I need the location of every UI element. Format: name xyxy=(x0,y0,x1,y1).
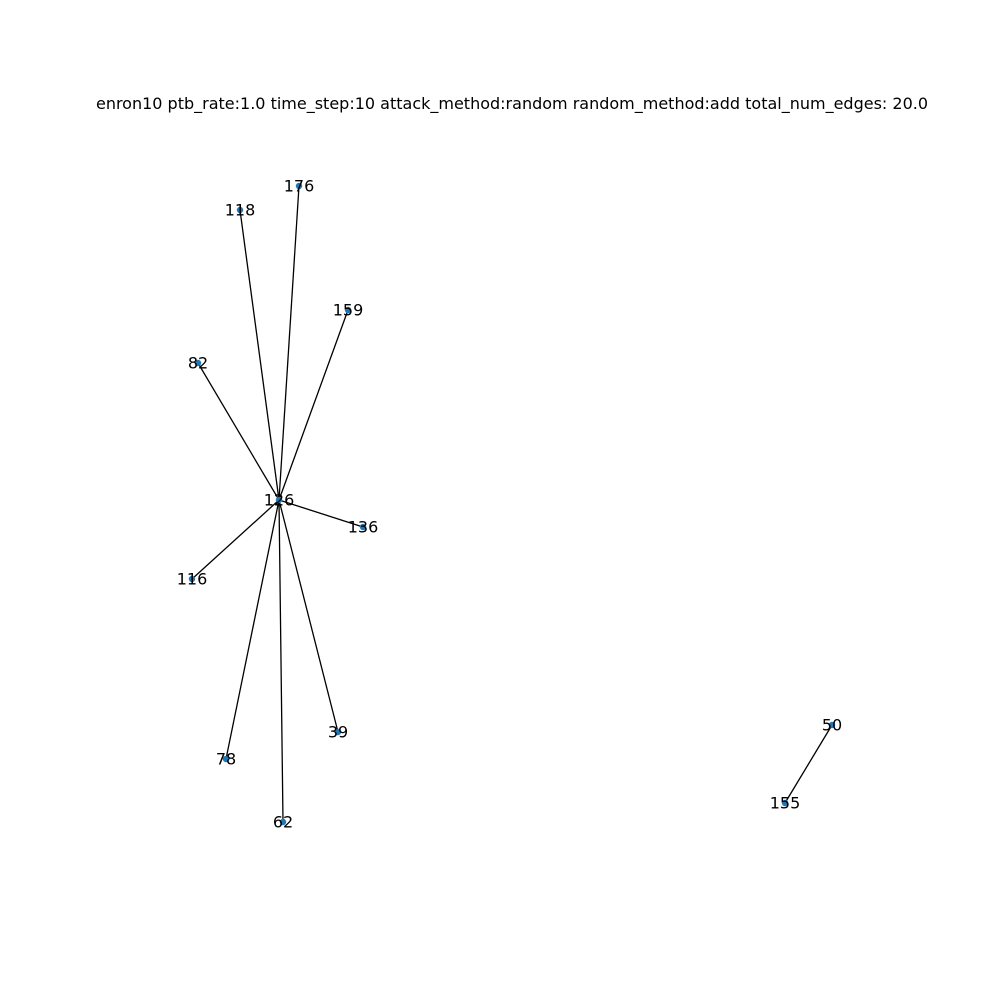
node-label-176: 176 xyxy=(284,177,315,196)
node-39 xyxy=(334,728,342,736)
node-label-62: 62 xyxy=(273,813,293,832)
node-62 xyxy=(279,818,287,826)
edge-126-62 xyxy=(278,499,284,823)
nodes-layer xyxy=(188,182,836,826)
node-label-82: 82 xyxy=(188,354,208,373)
node-82 xyxy=(194,359,202,367)
edge-126-116 xyxy=(191,499,280,580)
edge-126-82 xyxy=(197,362,280,501)
node-50 xyxy=(828,721,836,729)
node-159 xyxy=(344,306,352,314)
node-116 xyxy=(188,575,196,583)
node-118 xyxy=(236,206,244,214)
node-label-116: 116 xyxy=(177,570,208,589)
node-136 xyxy=(359,523,367,531)
edge-126-118 xyxy=(239,209,280,501)
node-126 xyxy=(275,496,283,504)
edge-126-78 xyxy=(225,499,280,760)
edges-layer xyxy=(191,185,833,823)
node-78 xyxy=(222,755,230,763)
labels-layer: 126 176 118 159 82 136 116 39 78 62 50 155 xyxy=(177,177,842,832)
node-155 xyxy=(781,799,789,807)
node-label-155: 155 xyxy=(770,794,801,813)
node-label-118: 118 xyxy=(225,201,256,220)
node-label-136: 136 xyxy=(348,518,379,537)
node-label-159: 159 xyxy=(333,301,364,320)
edge-50-155 xyxy=(784,724,833,804)
node-label-126: 126 xyxy=(264,491,295,510)
node-label-39: 39 xyxy=(328,723,348,742)
edge-126-39 xyxy=(278,499,339,733)
node-label-78: 78 xyxy=(216,750,236,769)
edge-126-136 xyxy=(278,499,364,528)
edge-126-159 xyxy=(278,309,349,501)
edge-126-176 xyxy=(278,185,300,501)
node-label-50: 50 xyxy=(822,716,842,735)
graph-title: enron10 ptb_rate:1.0 time_step:10 attack… xyxy=(95,94,929,113)
node-176 xyxy=(295,182,303,190)
